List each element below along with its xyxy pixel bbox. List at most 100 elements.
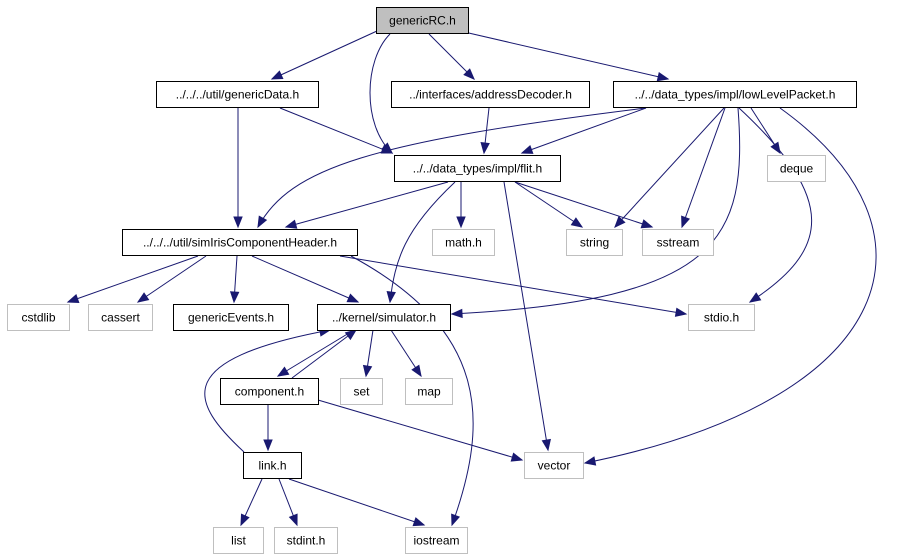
- node-label: ../../data_types/impl/lowLevelPacket.h: [635, 88, 836, 102]
- arrowhead: [270, 70, 284, 80]
- node-label: genericRC.h: [389, 14, 456, 28]
- edge-simIrisHeader-to-cstdlib: [66, 255, 199, 303]
- node-box: [767, 155, 826, 182]
- edge-genericData-to-simIrisHeader: [233, 108, 243, 229]
- edge-line: [67, 255, 199, 303]
- node-stdio[interactable]: stdio.h: [688, 304, 755, 331]
- edge-flit-to-simIrisHeader: [284, 181, 449, 229]
- node-box: [88, 304, 153, 331]
- edge-flit-to-sstream: [514, 181, 654, 229]
- arrowhead: [344, 329, 358, 341]
- edge-line: [514, 181, 583, 228]
- edge-link-to-stdint: [278, 478, 298, 527]
- node-map[interactable]: map: [405, 378, 453, 405]
- node-list[interactable]: list: [213, 527, 264, 554]
- edge-simIrisHeader-to-genericEvents: [229, 255, 240, 304]
- edge-simulator-to-set: [362, 329, 374, 378]
- edge-lowLevelPacket-to-stdio: [738, 107, 812, 303]
- node-stdint[interactable]: stdint.h: [274, 527, 338, 554]
- arrowhead: [240, 513, 250, 527]
- node-cassert[interactable]: cassert: [88, 304, 153, 331]
- node-label: stdint.h: [287, 534, 326, 548]
- edge-link-to-list: [240, 478, 263, 527]
- arrowhead: [770, 141, 781, 155]
- edge-simIrisHeader-to-simulator: [251, 255, 360, 303]
- arrowhead: [456, 216, 466, 229]
- arrowhead: [541, 438, 551, 452]
- node-math[interactable]: math.h: [432, 229, 495, 256]
- edge-line: [389, 181, 456, 303]
- node-box: [243, 452, 302, 479]
- node-string[interactable]: string: [566, 229, 623, 256]
- edge-simIrisHeader-to-iostream: [350, 255, 474, 527]
- node-label: iostream: [413, 534, 459, 548]
- node-label: string: [580, 236, 609, 250]
- edge-line: [271, 30, 378, 80]
- node-simIrisHeader[interactable]: ../../../util/simIrisComponentHeader.h: [122, 229, 358, 256]
- edge-component-to-vector: [317, 399, 524, 462]
- edge-component-to-link: [263, 404, 273, 452]
- edge-flit-to-string: [514, 181, 584, 228]
- node-box: [220, 378, 319, 405]
- nodes-layer: genericRC.h ../../../util/genericData.h..…: [7, 7, 857, 554]
- edge-component-to-simulator: [291, 329, 358, 379]
- node-vector[interactable]: vector: [524, 452, 584, 479]
- arrowhead: [284, 219, 298, 229]
- node-iostream[interactable]: iostream: [405, 527, 468, 554]
- node-addressDecoder[interactable]: ../interfaces/addressDecoder.h: [391, 81, 590, 108]
- edge-genericData-to-flit: [279, 107, 394, 154]
- node-label: map: [417, 385, 441, 399]
- node-box: [566, 229, 623, 256]
- node-lowLevelPacket[interactable]: ../../data_types/impl/lowLevelPacket.h: [613, 81, 857, 108]
- arrowhead: [288, 513, 298, 527]
- edge-lowLevelPacket-to-vector: [583, 107, 877, 466]
- node-box: [156, 81, 319, 108]
- edge-line: [451, 107, 741, 315]
- arrowhead: [66, 294, 80, 303]
- node-label: math.h: [445, 236, 482, 250]
- edge-line: [738, 107, 812, 303]
- node-genericEvents[interactable]: genericEvents.h: [173, 304, 289, 331]
- edge-line: [514, 181, 653, 228]
- edge-lowLevelPacket-to-string: [614, 107, 725, 228]
- arrowhead: [263, 439, 273, 452]
- node-label: ../kernel/simulator.h: [332, 311, 436, 325]
- node-box: [394, 155, 561, 182]
- node-cstdlib[interactable]: cstdlib: [7, 304, 70, 331]
- node-box: [274, 527, 338, 554]
- node-box: [7, 304, 70, 331]
- arrowhead: [463, 68, 475, 80]
- edge-line: [317, 399, 523, 461]
- arrowhead: [362, 364, 373, 378]
- edge-line: [279, 107, 393, 154]
- arrowhead: [229, 291, 240, 304]
- edge-line: [291, 329, 357, 379]
- arrowhead: [674, 307, 688, 317]
- node-simulator[interactable]: ../kernel/simulator.h: [317, 304, 451, 331]
- edge-genericRC-to-genericData: [270, 30, 378, 80]
- node-component[interactable]: component.h: [220, 378, 319, 405]
- edge-line: [428, 33, 475, 80]
- node-flit[interactable]: ../../data_types/impl/flit.h: [394, 155, 561, 182]
- node-genericRC[interactable]: genericRC.h: [376, 7, 469, 34]
- node-sstream[interactable]: sstream: [642, 229, 714, 256]
- edge-flit-to-math: [456, 182, 466, 229]
- edge-flit-to-vector: [503, 181, 551, 452]
- node-link[interactable]: link.h: [243, 452, 302, 479]
- edge-simulator-to-component: [276, 329, 355, 377]
- edge-lowLevelPacket-to-sstream: [681, 107, 726, 229]
- node-set[interactable]: set: [340, 378, 383, 405]
- edge-simulator-to-map: [390, 329, 422, 378]
- edge-line: [257, 107, 647, 228]
- arrowhead: [386, 291, 396, 304]
- node-label: cassert: [101, 311, 140, 325]
- node-box: [213, 527, 264, 554]
- node-deque[interactable]: deque: [767, 155, 826, 182]
- arrowhead: [346, 293, 360, 303]
- node-genericData[interactable]: ../../../util/genericData.h: [156, 81, 319, 108]
- arrowhead: [614, 216, 626, 228]
- arrowhead: [510, 452, 524, 462]
- node-box: [317, 304, 451, 331]
- arrowhead: [570, 217, 584, 228]
- arrowhead: [451, 513, 461, 527]
